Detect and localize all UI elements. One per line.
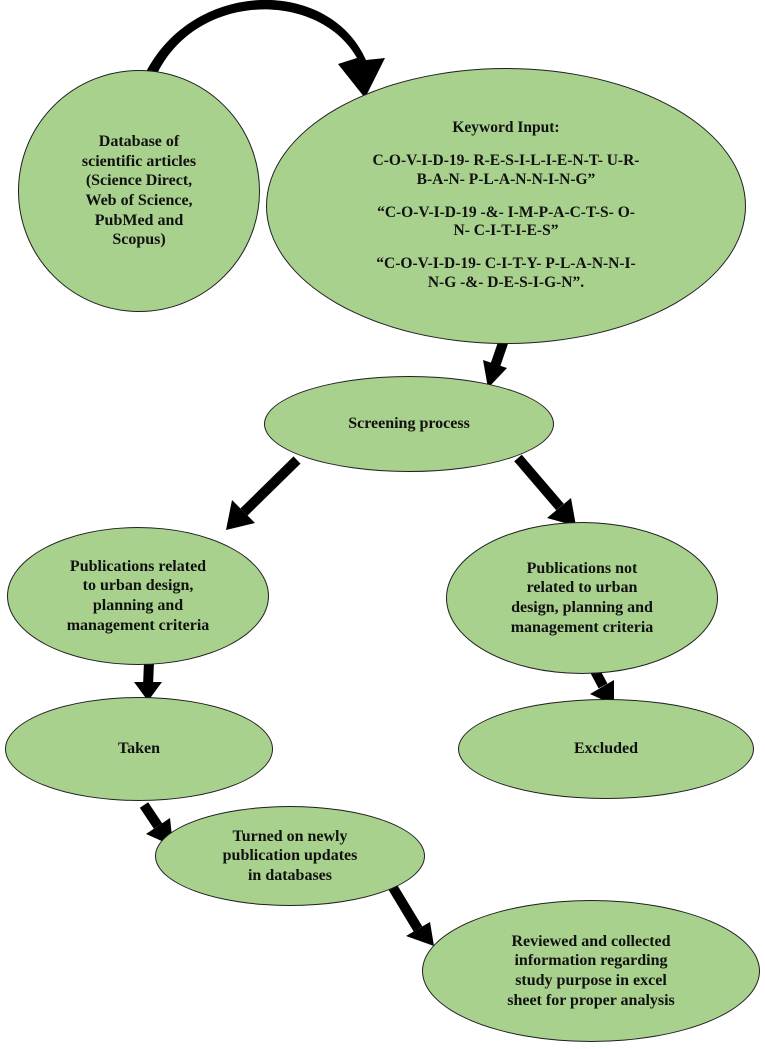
node-excluded: Excluded: [458, 699, 754, 799]
keyword-line: N- C-I-T-I-E-S”: [453, 222, 559, 240]
node-turned-on-updates: Turned on newly publication updates in d…: [155, 806, 425, 906]
node-keyword-input: Keyword Input: C-O-V-I-D-19- R-E-S-I-L-I…: [266, 68, 746, 344]
keyword-input-title: Keyword Input:: [452, 118, 560, 136]
node-publications-not-related: Publications not related to urban design…: [446, 522, 718, 674]
database-line: Database of: [98, 133, 180, 151]
node-screening-process: Screening process: [264, 376, 554, 472]
arrow-screening-to-related: [226, 456, 301, 530]
keyword-line: N-G -&- D-E-S-I-G-N”.: [427, 274, 585, 292]
updates-line: in databases: [247, 866, 333, 884]
database-line: Scopus): [112, 231, 166, 249]
arrow-keywords-to-screening: [483, 338, 509, 388]
taken-label: Taken: [117, 740, 161, 758]
database-line: scientific articles: [81, 152, 197, 170]
reviewed-line: sheet for proper analysis: [507, 991, 675, 1009]
keyword-line: C-O-V-I-D-19- R-E-S-I-L-I-E-N-T- U-R-: [372, 151, 640, 169]
related-line: Publications related: [69, 557, 207, 575]
database-line: PubMed and: [94, 211, 184, 229]
keyword-item: C-O-V-I-D-19- R-E-S-I-L-I-E-N-T- U-R- B-…: [373, 152, 640, 190]
node-taken: Taken: [5, 697, 273, 801]
keyword-item: “C-O-V-I-D-19 -&- I-M-P-A-C-T-S- O- N- C…: [377, 204, 635, 242]
updates-line: publication updates: [222, 847, 358, 865]
screening-label: Screening process: [348, 415, 470, 433]
reviewed-line: study purpose in excel: [515, 972, 667, 989]
related-line: management criteria: [66, 616, 210, 634]
database-line: Web of Science,: [85, 192, 193, 209]
not-related-line: Publications not: [526, 559, 638, 577]
keyword-line: “C-O-V-I-D-19 -&- I-M-P-A-C-T-S- O-: [377, 203, 635, 221]
not-related-line: design, planning and: [511, 599, 653, 616]
related-line: to urban design,: [82, 577, 194, 595]
node-reviewed-collected: Reviewed and collected information regar…: [422, 900, 760, 1042]
database-line: (Science Direct,: [85, 172, 193, 190]
arrow-database-to-keywords: [146, 0, 385, 98]
keyword-line: B-A-N- P-L-A-N-N-I-N-G”: [416, 170, 596, 188]
keyword-line: “C-O-V-I-D-19- C-I-T-Y- P-L-A-N-N-I-: [376, 255, 636, 273]
node-database: Database of scientific articles (Science…: [18, 70, 260, 312]
not-related-line: management criteria: [510, 618, 654, 636]
keyword-item: “C-O-V-I-D-19- C-I-T-Y- P-L-A-N-N-I- N-G…: [376, 255, 635, 293]
reviewed-line: information regarding: [514, 952, 668, 970]
reviewed-line: Reviewed and collected: [511, 932, 671, 950]
excluded-label: Excluded: [573, 740, 638, 758]
arrow-related-to-taken: [134, 661, 162, 701]
not-related-line: related to urban: [526, 579, 638, 597]
node-publications-related: Publications related to urban design, pl…: [7, 527, 269, 665]
arrow-screening-to-not-related: [514, 454, 576, 526]
updates-line: Turned on newly: [232, 827, 348, 845]
related-line: planning and: [92, 597, 184, 614]
